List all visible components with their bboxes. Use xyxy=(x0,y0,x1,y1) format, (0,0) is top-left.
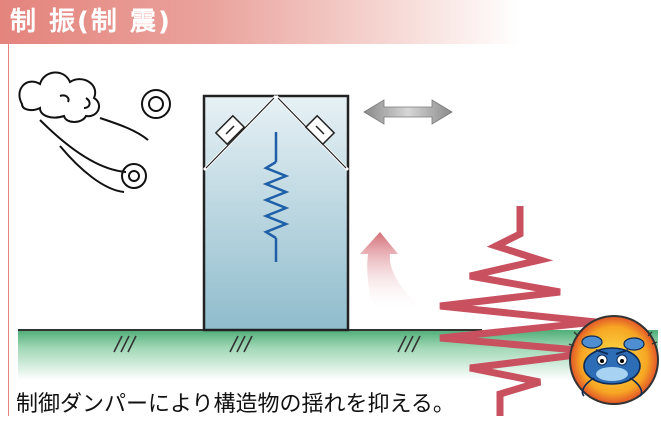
left-border-line xyxy=(8,44,9,416)
caption-text: 制御ダンパーにより構造物の揺れを抑える。 xyxy=(16,392,455,417)
seismic-wave-icon xyxy=(439,206,601,416)
double-headed-arrow-icon xyxy=(363,99,453,125)
namazu-catfish-icon xyxy=(568,315,659,405)
curved-up-arrow-icon xyxy=(360,232,426,312)
damper-left-icon xyxy=(214,114,246,146)
page-title: 制 振(制 震) xyxy=(10,7,172,37)
damper-right-icon xyxy=(304,114,336,146)
spring-damper-icon xyxy=(262,132,290,262)
header-bar: 制 振(制 震) xyxy=(0,0,520,44)
wind-swirl-icon xyxy=(18,71,171,193)
ground-hatch-icon xyxy=(113,335,421,353)
